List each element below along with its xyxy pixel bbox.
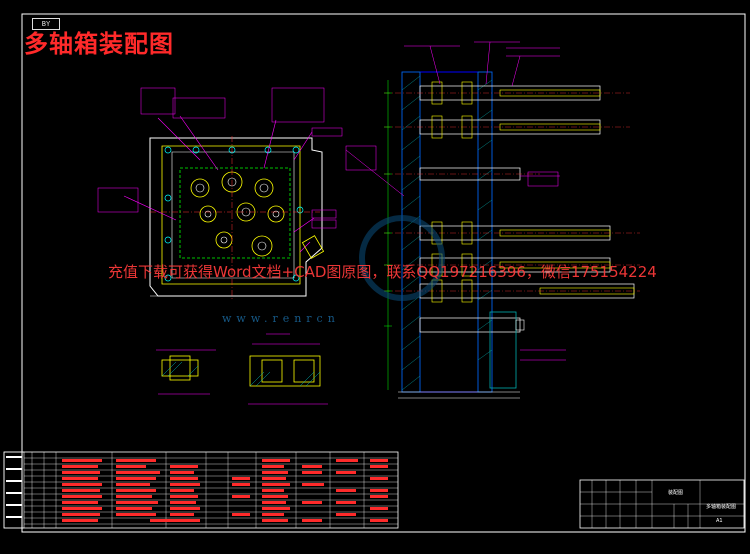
title-block: 装配图 多轴箱装配图 A1 <box>579 479 745 529</box>
drawing-frame <box>21 13 746 533</box>
front-view <box>97 87 343 300</box>
title-block-name: 装配图 <box>668 489 683 496</box>
watermark-text: 充值下载可获得Word文档+CAD图原图，联系QQ197216396，微信175… <box>108 263 657 281</box>
watermark-site: www.renrcn <box>222 312 340 325</box>
title-block-scale: A1 <box>716 518 723 524</box>
drawing-corner-tag: BY <box>32 18 60 30</box>
section-views <box>156 333 328 405</box>
title-block-drawing-name: 多轴箱装配图 <box>706 503 736 510</box>
side-section-view <box>345 41 640 399</box>
drawing-title: 多轴箱装配图 <box>24 30 174 58</box>
parts-table <box>3 451 399 529</box>
